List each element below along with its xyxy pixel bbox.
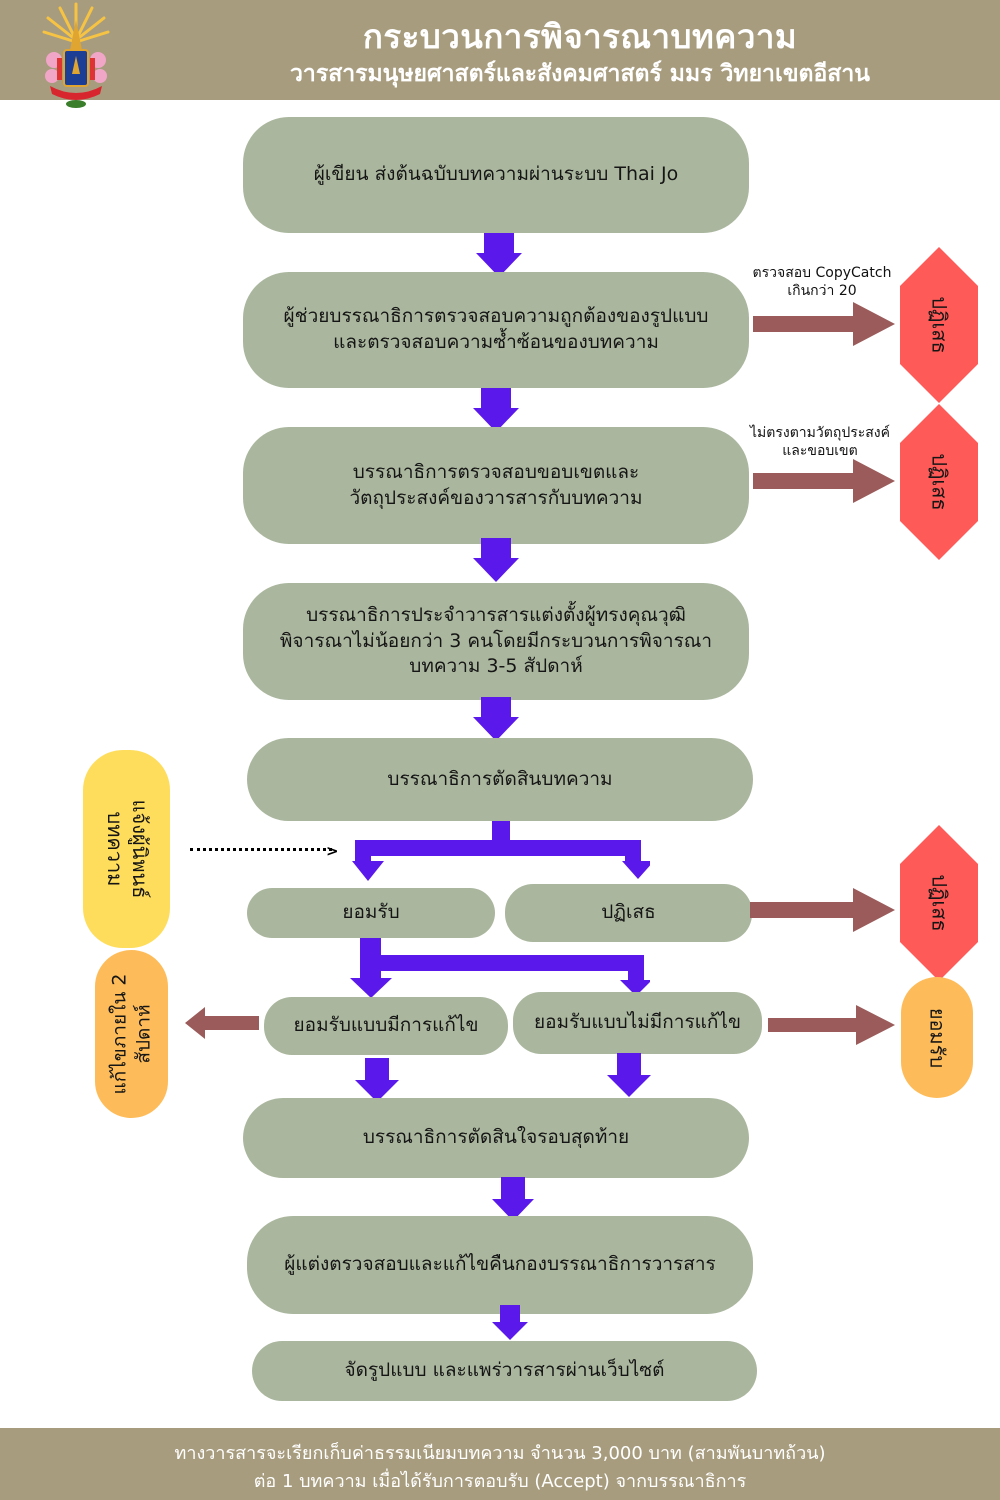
revise-line: แก้ไขภายใน 2 [107,973,130,1095]
step-text: ผู้เขียน ส่งต้นฉบับบทความผ่านระบบ Thai J… [313,163,679,186]
step-text: บทความ 3-5 สัปดาห์ [409,655,583,678]
step-editor-decision: บรรณาธิการตัดสินบทความ [247,738,753,821]
step-text: และตรวจสอบความซ้ำซ้อนของบทความ [333,331,659,353]
flow-arrow-down [473,388,519,432]
revise-within-badge: แก้ไขภายใน 2 สัปดาห์ [95,950,168,1118]
fee-note-line2: ต่อ 1 บทความ เมื่อได้รับการตอบรับ (Accep… [253,1471,747,1492]
copycatch-note: ตรวจสอบ CopyCatch เกินกว่า 20 [742,264,902,300]
notify-author-text: แจ้งผู้นิพนธ์ บทความ [102,800,152,899]
side-arrow-left [185,1007,259,1039]
reject-text: ปฏิเสธ [927,296,952,354]
split-arrow [350,821,650,883]
notify-line: บทความ [102,811,127,887]
step-final-decision: บรรณาธิการตัดสินใจรอบสุดท้าย [243,1098,749,1178]
decision-text: ยอมรับแบบไม่มีการแก้ไข [534,1011,741,1034]
footer-banner: ทางวารสารจะเรียกเก็บค่าธรรมเนียมบทความ จ… [0,1428,1000,1500]
note-line: ตรวจสอบ CopyCatch [752,265,892,281]
flow-arrow-down [473,697,519,741]
step-text: จัดรูปแบบ และแพร่วารสารผ่านเว็บไซต์ [344,1359,665,1382]
step-author-revision: ผู้แต่งตรวจสอบและแก้ไขคืนกองบรรณาธิการวา… [247,1216,753,1314]
notify-line: แจ้งผู้นิพนธ์ [127,799,152,899]
decision-text: ยอมรับแบบมีการแก้ไข [293,1014,479,1037]
dotted-connector [190,848,332,851]
reject-hexagon: ปฏิเสธ [900,247,978,403]
reject-text: ปฏิเสธ [927,874,952,932]
decision-text: ปฏิเสธ [601,901,656,924]
note-line: และขอบเขต [782,443,858,460]
flow-arrow-down [492,1305,528,1341]
step-assign-reviewers: บรรณาธิการประจำวารสารแต่งตั้งผู้ทรงคุณวุ… [243,583,749,700]
step-submit-manuscript: ผู้เขียน ส่งต้นฉบับบทความผ่านระบบ Thai J… [243,117,749,233]
decision-reject: ปฏิเสธ [505,884,752,942]
flow-arrow-down [476,233,522,277]
accept-without-revision: ยอมรับแบบไม่มีการแก้ไข [513,992,762,1054]
revise-within-text: แก้ไขภายใน 2 สัปดาห์ [108,973,156,1094]
fee-note-line1: ทางวารสารจะเรียกเก็บค่าธรรมเนียมบทความ จ… [174,1443,826,1464]
hexagon-shape [900,404,978,560]
side-arrow-right [768,1005,895,1045]
page-subtitle: วารสารมนุษยศาสตร์และสังคมศาสตร์ มมร วิทย… [290,61,870,87]
header-banner: กระบวนการพิจารณาบทความ วารสารมนุษยศาสตร์… [0,0,1000,100]
step-text: วัตถุประสงค์ของวารสารกับบทความ [349,486,643,509]
dotted-arrow-head-icon: > [326,842,339,860]
split-arrow [350,938,650,1000]
step-text: ผู้แต่งตรวจสอบและแก้ไขคืนกองบรรณาธิการวา… [284,1253,716,1276]
step-text: บรรณาธิการตัดสินใจรอบสุดท้าย [362,1126,630,1149]
step-scope-check: บรรณาธิการตรวจสอบขอบเขตและ วัตถุประสงค์ข… [243,427,749,544]
notify-author-badge: แจ้งผู้นิพนธ์ บทความ [83,750,170,948]
step-text: บรรณาธิการตรวจสอบขอบเขตและ [352,460,640,483]
flow-arrow-down [355,1058,399,1102]
page-title: กระบวนการพิจารณาบทความ [362,17,798,56]
side-arrow-right [750,888,895,932]
decision-text: ยอมรับ [342,901,400,924]
note-line: ไม่ตรงตามวัตถุประสงค์ [750,425,890,441]
decision-accept: ยอมรับ [247,888,495,938]
scope-note: ไม่ตรงตามวัตถุประสงค์ และขอบเขต [730,424,910,460]
flow-arrow-down [473,538,519,582]
revise-line: สัปดาห์ [131,1004,154,1064]
step-publish: จัดรูปแบบ และแพร่วารสารผ่านเว็บไซต์ [252,1341,757,1401]
reject-hexagon: ปฏิเสธ [900,825,978,981]
reject-hexagon: ปฏิเสธ [900,404,978,560]
step-text: บรรณาธิการประจำวารสารแต่งตั้งผู้ทรงคุณวุ… [306,604,686,627]
flow-arrow-down [607,1053,651,1097]
hexagon-shape [900,247,978,403]
step-text: พิจารณาไม่น้อยกว่า 3 คนโดยมีกระบวนการพิจ… [279,629,713,652]
note-line: เกินกว่า 20 [787,283,857,300]
step-format-check: ผู้ช่วยบรรณาธิการตรวจสอบความถูกต้องของรู… [243,272,749,388]
side-arrow-right [753,459,895,503]
accept-with-revision: ยอมรับแบบมีการแก้ไข [264,997,508,1055]
reject-text: ปฏิเสธ [927,453,952,511]
accept-badge: ยอมรับ [901,977,973,1098]
step-text: บรรณาธิการตัดสินบทความ [387,767,613,790]
flow-arrow-down [492,1177,534,1221]
hexagon-shape [900,825,978,981]
university-emblem-icon [40,0,112,108]
step-text: ผู้ช่วยบรรณาธิการตรวจสอบความถูกต้องของรู… [283,305,709,328]
side-arrow-right [753,302,895,346]
accept-text: ยอมรับ [925,1007,950,1068]
